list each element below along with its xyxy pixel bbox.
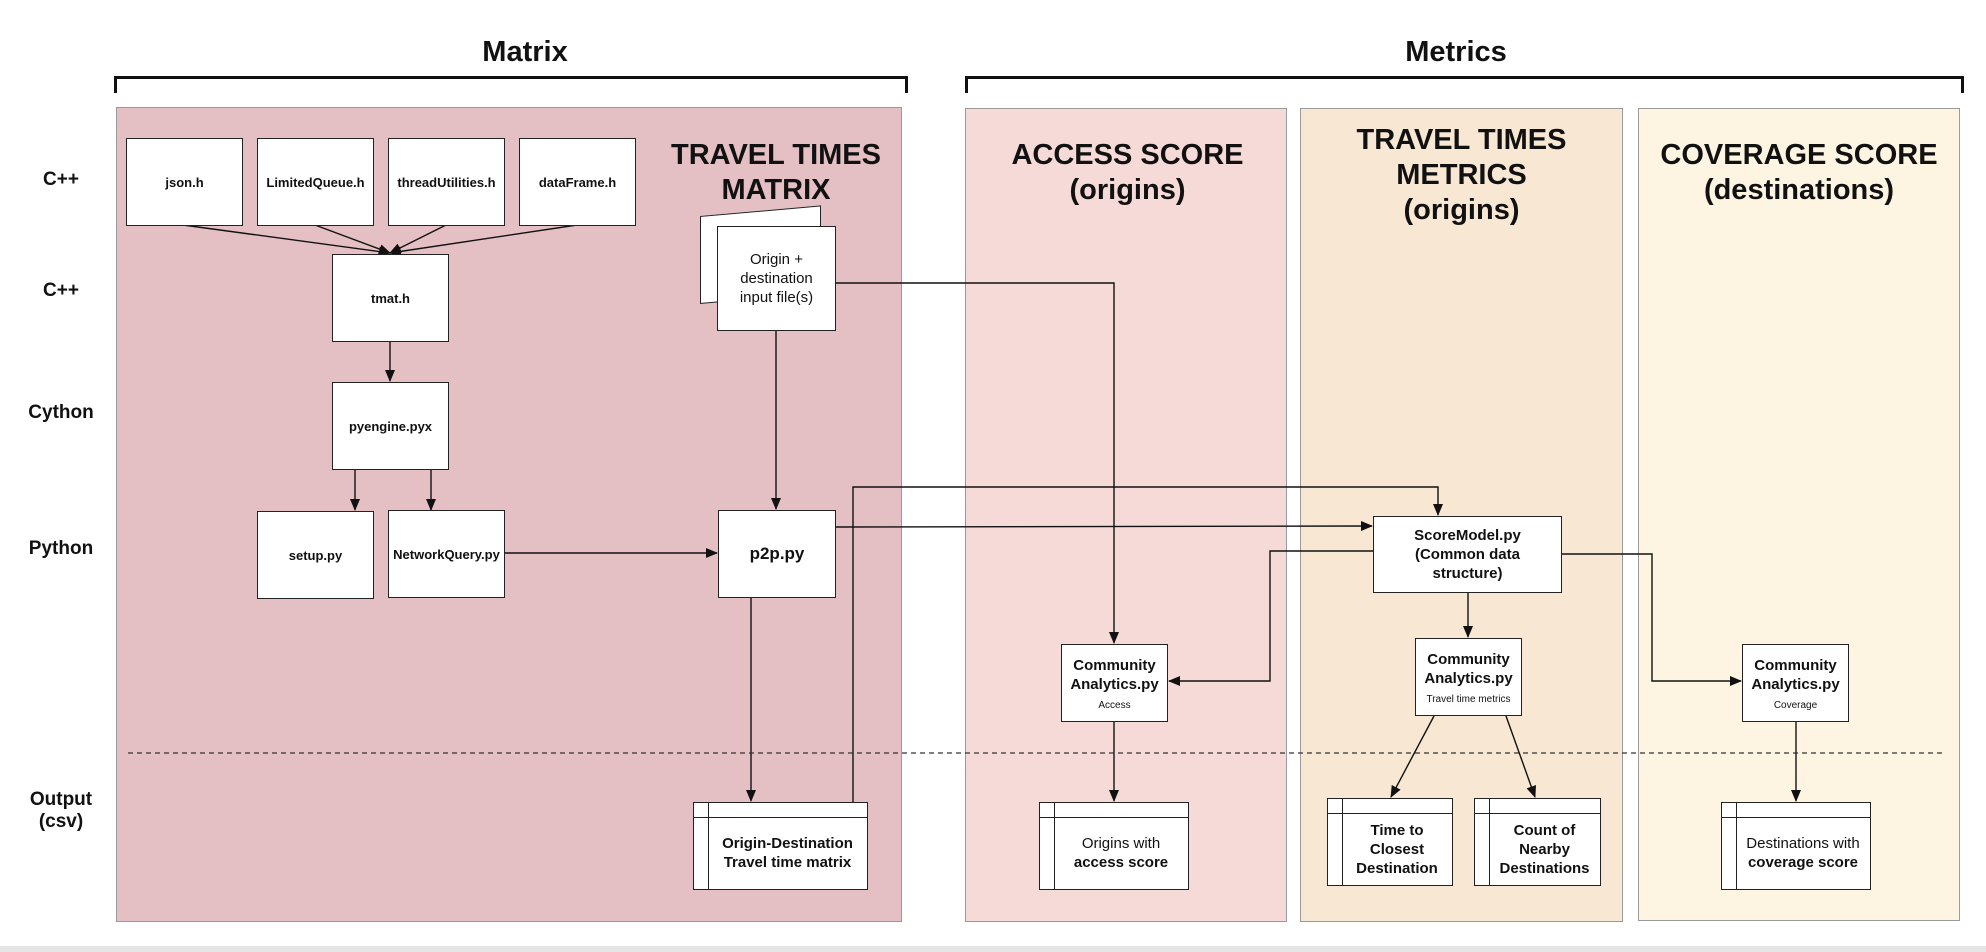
node-destinations-coverage-line2: coverage score	[1747, 854, 1859, 871]
node-ca-coverage: Community Analytics.py Coverage	[1742, 644, 1849, 722]
node-json-h: json.h	[126, 138, 243, 226]
node-networkquery-py-label: NetworkQuery.py	[393, 546, 500, 562]
node-pyengine-pyx-label: pyengine.pyx	[348, 418, 433, 434]
node-count-nearby-label: Count of Nearby Destinations	[1499, 821, 1590, 877]
node-tmat-h: tmat.h	[332, 254, 449, 342]
edge-ca-ttm-to-time-closest	[1390, 715, 1435, 798]
node-od-matrix-line2: Travel time matrix	[723, 854, 852, 871]
node-threadutilities-h: threadUtilities.h	[388, 138, 505, 226]
node-destinations-coverage-index-col	[1722, 803, 1737, 889]
node-time-to-closest-label: Time to Closest Destination	[1356, 821, 1438, 877]
node-ca-access-title: Community Analytics.py	[1070, 656, 1159, 693]
row-label-cython: Cython	[28, 402, 94, 423]
node-od-matrix: Origin-Destination Travel time matrix	[693, 802, 868, 890]
node-destinations-coverage-line1: Destinations with	[1746, 835, 1860, 852]
node-count-nearby-index-col	[1475, 799, 1490, 885]
row-label-output-csv: Output (csv)	[29, 789, 93, 832]
node-dataframe-h-label: dataFrame.h	[538, 174, 617, 190]
edge-dataframe-to-tmat	[389, 224, 578, 257]
node-count-nearby-header	[1475, 799, 1600, 814]
node-limitedqueue-h: LimitedQueue.h	[257, 138, 374, 226]
node-tmat-h-label: tmat.h	[371, 290, 410, 306]
node-input-files: Origin + destination input file(s)	[717, 226, 836, 331]
edge-json-to-tmat	[182, 224, 391, 257]
edge-ca-ttm-to-count-nearby	[1505, 715, 1536, 798]
edge-input-to-ca-access	[835, 282, 1119, 644]
matrix-bracket	[114, 76, 908, 93]
node-ca-ttm: Community Analytics.py Travel time metri…	[1415, 638, 1522, 716]
edge-limitedqueue-to-tmat	[314, 224, 391, 254]
node-time-to-closest-index-col	[1328, 799, 1343, 885]
node-scoremodel-py: ScoreModel.py (Common data structure)	[1373, 516, 1562, 593]
node-origins-access: Origins with access score	[1039, 802, 1189, 890]
node-pyengine-pyx: pyengine.pyx	[332, 382, 449, 470]
panel-title-coverage-score: COVERAGE SCORE (destinations)	[1660, 139, 1938, 206]
node-origins-access-line1: Origins with	[1081, 835, 1161, 852]
node-ca-coverage-title: Community Analytics.py	[1751, 656, 1840, 693]
node-p2p-py: p2p.py	[718, 510, 836, 598]
section-title-matrix: Matrix	[482, 36, 568, 68]
edge-p2p-to-scoremodel	[834, 521, 1373, 532]
edge-od-matrix-to-scoremodel	[852, 486, 1443, 803]
node-od-matrix-line1: Origin-Destination	[722, 835, 853, 852]
node-threadutilities-h-label: threadUtilities.h	[397, 174, 496, 190]
panel-title-access-score: ACCESS SCORE (origins)	[1011, 139, 1244, 206]
node-origins-access-header	[1040, 803, 1188, 818]
row-label-cpp-2: C++	[43, 280, 79, 301]
node-destinations-coverage: Destinations with coverage score	[1721, 802, 1871, 890]
node-time-to-closest-header	[1328, 799, 1452, 814]
section-title-metrics: Metrics	[1405, 36, 1507, 68]
node-dataframe-h: dataFrame.h	[519, 138, 636, 226]
bottom-strip	[0, 946, 1986, 952]
node-od-matrix-index-col	[694, 803, 709, 889]
metrics-bracket	[965, 76, 1964, 93]
access-score-panel	[965, 108, 1287, 922]
node-p2p-py-label: p2p.py	[749, 544, 805, 563]
panel-title-travel-times-matrix: TRAVEL TIMES MATRIX	[671, 139, 881, 206]
node-ca-ttm-title: Community Analytics.py	[1424, 650, 1513, 687]
node-ca-ttm-sub: Travel time metrics	[1426, 693, 1511, 705]
row-label-cpp-1: C++	[43, 169, 79, 190]
edge-scoremodel-to-ca-coverage	[1561, 553, 1742, 686]
node-json-h-label: json.h	[165, 174, 204, 190]
coverage-score-panel	[1638, 108, 1960, 921]
node-scoremodel-py-label: ScoreModel.py (Common data structure)	[1414, 527, 1521, 582]
node-limitedqueue-h-label: LimitedQueue.h	[266, 174, 365, 190]
node-input-files-label: Origin + destination input file(s)	[739, 251, 814, 306]
node-ca-coverage-sub: Coverage	[1773, 699, 1818, 711]
node-origins-access-line2: access score	[1073, 854, 1169, 871]
node-count-nearby: Count of Nearby Destinations	[1474, 798, 1601, 886]
edge-scoremodel-to-ca-access	[1168, 550, 1373, 686]
node-time-to-closest: Time to Closest Destination	[1327, 798, 1453, 886]
node-setup-py: setup.py	[257, 511, 374, 599]
node-origins-access-index-col	[1040, 803, 1055, 889]
node-ca-access: Community Analytics.py Access	[1061, 644, 1168, 722]
node-od-matrix-header	[694, 803, 867, 818]
panel-title-travel-times-metrics: TRAVEL TIMES METRICS (origins)	[1356, 124, 1567, 226]
node-destinations-coverage-header	[1722, 803, 1870, 818]
travel-times-metrics-panel	[1300, 108, 1623, 922]
row-label-python: Python	[28, 538, 94, 559]
node-ca-access-sub: Access	[1098, 699, 1131, 711]
node-networkquery-py: NetworkQuery.py	[388, 510, 505, 598]
node-setup-py-label: setup.py	[288, 547, 343, 563]
